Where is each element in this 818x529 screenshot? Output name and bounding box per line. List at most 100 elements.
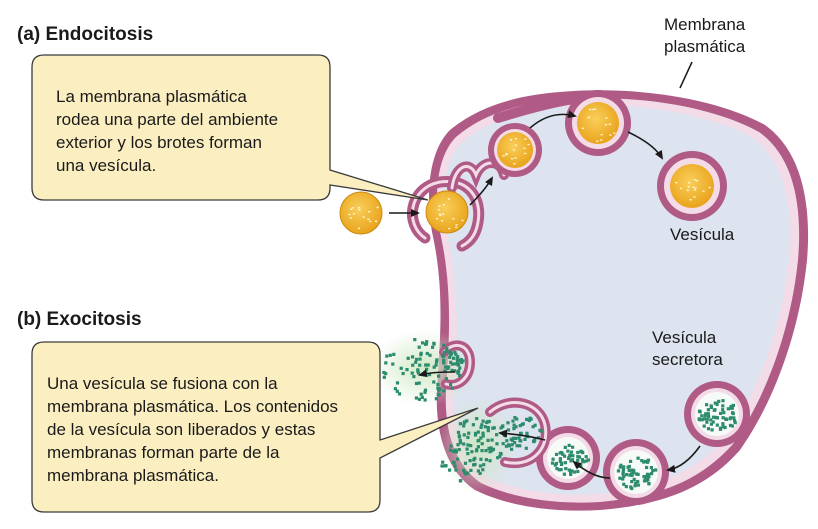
- secretion-particle: [469, 444, 473, 448]
- secretion-particle: [505, 439, 509, 443]
- secretion-particle: [455, 457, 460, 461]
- particle-speck: [702, 190, 705, 192]
- secretion-particle: [621, 472, 625, 476]
- particle-speck: [369, 220, 372, 223]
- secretion-particle: [423, 398, 427, 402]
- heading-exocytosis: (b) Exocitosis: [17, 309, 142, 330]
- secretion-particle: [633, 484, 637, 488]
- secretion-particle: [463, 461, 468, 465]
- secretion-particle: [419, 353, 423, 357]
- secretion-particle: [616, 469, 621, 473]
- secretion-particle: [458, 479, 462, 483]
- callout-b-line-4: membranas forman parte de la: [47, 443, 280, 462]
- endocytic-vesicle-pinched: [565, 90, 631, 156]
- secretion-particle: [442, 389, 446, 393]
- secretion-particle: [498, 455, 502, 459]
- secretion-particle: [449, 444, 453, 448]
- secretion-particle: [482, 463, 486, 467]
- particle-speck: [694, 187, 697, 189]
- particle-speck: [693, 196, 696, 198]
- secretion-particle: [518, 444, 522, 448]
- secretion-particle: [434, 397, 438, 401]
- secretion-particle: [499, 452, 503, 456]
- secretion-particle: [629, 472, 634, 476]
- secretion-particle: [636, 456, 640, 460]
- secretion-particle: [442, 343, 446, 347]
- secretion-particle: [630, 480, 634, 484]
- particle-speck: [693, 179, 696, 181]
- secretion-particle: [491, 447, 496, 451]
- secretion-particle: [449, 360, 453, 364]
- secretion-particle: [432, 365, 436, 369]
- secretion-particle: [490, 449, 494, 453]
- secretion-particle: [642, 479, 647, 483]
- secretion-particle: [621, 467, 626, 471]
- secretion-particle: [520, 422, 524, 427]
- secretion-particle: [709, 405, 713, 409]
- secretion-particle: [703, 413, 707, 418]
- secretion-particle: [713, 401, 717, 405]
- callout-endocytosis: La membrana plasmática rodea una parte d…: [31, 54, 429, 201]
- secretion-particle: [629, 468, 633, 472]
- secretion-particle: [454, 448, 458, 452]
- particle-speck: [600, 134, 603, 136]
- secretion-particle: [462, 433, 466, 437]
- secretion-particle: [559, 468, 563, 472]
- secretion-particle: [577, 455, 582, 459]
- particle-speck: [351, 207, 354, 209]
- secretion-particle: [434, 363, 438, 367]
- secretion-particle: [476, 445, 480, 449]
- secretion-particle: [453, 464, 457, 468]
- secretion-particle: [513, 416, 517, 420]
- secretion-particle: [733, 419, 737, 423]
- secretion-particle: [702, 417, 706, 421]
- secretion-particle: [490, 438, 494, 442]
- secretion-particle: [642, 475, 646, 479]
- secretion-particle: [418, 357, 422, 361]
- secretion-particle: [523, 437, 527, 441]
- particle-speck: [589, 108, 592, 111]
- secretion-particle: [501, 442, 505, 446]
- secretion-particle: [567, 456, 571, 460]
- secretion-particle: [700, 414, 704, 418]
- particle-speck: [594, 108, 597, 110]
- callout-exocytosis: Una vesícula se fusiona con la membrana …: [31, 341, 479, 513]
- secretion-particle: [416, 368, 420, 372]
- particle-speck: [441, 220, 444, 222]
- particle-speck: [461, 219, 464, 222]
- secretion-particle: [646, 460, 650, 464]
- secretion-particle: [454, 352, 458, 357]
- secretion-particle: [561, 452, 565, 456]
- secretion-particle: [513, 441, 517, 445]
- secretion-particle: [510, 447, 514, 451]
- secretion-particle: [576, 450, 580, 454]
- secretion-particle: [501, 425, 505, 429]
- arrow-release: [418, 369, 456, 378]
- particle-speck: [352, 213, 355, 215]
- secretion-particle: [459, 358, 463, 362]
- merged-vesicle: [439, 340, 476, 390]
- secretion-particle: [647, 481, 651, 486]
- secretion-particle: [512, 427, 516, 431]
- secretion-particle: [710, 428, 714, 432]
- external-particle: [339, 191, 383, 235]
- secretion-particle: [576, 458, 580, 462]
- secretion-particle: [462, 468, 466, 472]
- secretion-particle: [480, 423, 484, 427]
- secretion-particle: [702, 424, 706, 428]
- secretion-particle: [476, 439, 480, 443]
- particle-speck: [523, 147, 526, 149]
- secretion-particle: [506, 428, 511, 432]
- secretion-particle: [553, 463, 557, 467]
- particle-speck: [527, 143, 530, 146]
- particle-speck: [514, 144, 517, 146]
- secretion-particle: [527, 418, 531, 423]
- secretion-particle: [515, 417, 519, 421]
- secretion-particle: [405, 368, 409, 372]
- secretion-particle: [391, 362, 395, 366]
- exocytosis-arrows: [418, 369, 701, 479]
- secretion-particle: [483, 425, 487, 429]
- secretion-particle: [425, 367, 429, 371]
- secretion-particle: [730, 424, 734, 428]
